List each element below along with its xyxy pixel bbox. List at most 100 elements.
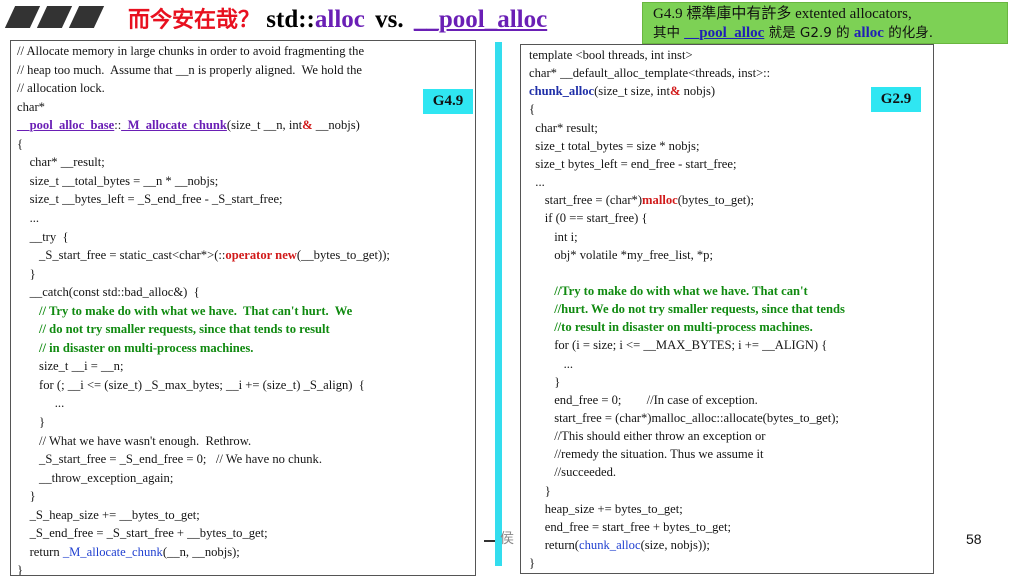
code-token: ... <box>17 396 65 411</box>
code-line: //hurt. We do not try smaller requests, … <box>529 301 845 318</box>
code-token: //hurt. We do not try smaller requests, … <box>529 302 845 317</box>
code-line: _S_start_free = _S_end_free = 0; // We h… <box>17 451 322 468</box>
code-token: _S_end_free = _S_start_free + __bytes_to… <box>17 526 268 541</box>
decor-bar <box>4 6 41 28</box>
code-line: } <box>17 414 45 431</box>
code-token: } <box>529 374 561 389</box>
code-token: _S_heap_size += __bytes_to_get; <box>17 507 200 522</box>
code-token: start_free = (char*)malloc_alloc::alloca… <box>529 411 839 425</box>
code-line: ... <box>529 174 545 191</box>
code-token: __catch(const std::bad_alloc&) { <box>17 285 200 300</box>
code-token: size_t __bytes_left = _S_end_free - _S_s… <box>17 192 283 207</box>
code-line: chunk_alloc(size_t size, int& nobjs) <box>529 83 715 100</box>
code-line: for (; __i <= (size_t) _S_max_bytes; __i… <box>17 377 365 394</box>
panel-divider <box>495 42 502 566</box>
code-token: for (i = size; i <= __MAX_BYTES; i += __… <box>529 338 828 353</box>
code-token: //remedy the situation. Thus we assume i… <box>529 447 764 462</box>
title-chinese: 而今安在哉？ <box>128 8 261 33</box>
code-line: // Allocate memory in large chunks in or… <box>17 43 364 60</box>
code-token: template <bool threads, int inst> <box>529 48 693 62</box>
code-line: __throw_exception_again; <box>17 470 173 487</box>
code-line: obj* volatile *my_free_list, *p; <box>529 247 713 264</box>
code-token: return <box>17 544 63 559</box>
code-token: & <box>669 84 681 99</box>
title-vs: vs. <box>375 6 404 33</box>
code-token: __throw_exception_again; <box>17 470 174 485</box>
code-token: start_free = (char*) <box>529 193 643 208</box>
code-line: __pool_alloc_base::_M_allocate_chunk(siz… <box>17 117 360 134</box>
note-box: G4.9 標準庫中有許多 extented allocators, 其中 __p… <box>642 2 1008 44</box>
code-token: size_t __total_bytes = __n * __nobjs; <box>17 173 219 188</box>
code-token: end_free = 0; //In case of exception. <box>529 392 758 407</box>
code-token: :: <box>114 118 122 133</box>
code-token: heap_size += bytes_to_get; <box>529 501 683 516</box>
code-line: return(chunk_alloc(size, nobjs)); <box>529 537 710 554</box>
code-token: // Allocate memory in large chunks in or… <box>17 44 365 58</box>
code-line: } <box>17 266 36 283</box>
code-line: } <box>529 374 560 391</box>
code-line: __catch(const std::bad_alloc&) { <box>17 284 200 301</box>
code-line: _S_end_free = _S_start_free + __bytes_to… <box>17 525 268 542</box>
code-line: { <box>17 136 23 153</box>
code-line: char* __default_alloc_template<threads, … <box>529 65 770 82</box>
code-line: } <box>529 483 551 500</box>
code-line: start_free = (char*)malloc_alloc::alloca… <box>529 410 839 427</box>
code-token: for (; __i <= (size_t) _S_max_bytes; __i… <box>17 377 365 392</box>
note-alloc: alloc <box>853 25 884 41</box>
code-token: { <box>17 136 24 151</box>
code-token: operator new <box>225 248 297 263</box>
code-token: __pool_alloc_base <box>17 118 115 133</box>
code-token: if (0 == start_free) { <box>529 211 648 226</box>
code-token: } <box>17 489 36 504</box>
code-line: // do not try smaller requests, since th… <box>17 321 330 338</box>
code-token: ... <box>529 175 545 190</box>
code-token: (__bytes_to_get)); <box>296 248 390 263</box>
note-line-2: 其中 __pool_alloc 就是 G2.9 的 alloc 的化身. <box>653 24 999 43</box>
code-line: //remedy the situation. Thus we assume i… <box>529 446 763 463</box>
code-line: end_free = 0; //In case of exception. <box>529 392 758 409</box>
code-line: // Try to make do with what we have. Tha… <box>17 303 352 320</box>
code-token: size_t __i = __n; <box>17 359 124 374</box>
code-token: & <box>302 118 313 133</box>
code-token: (size_t __n, int <box>226 118 303 133</box>
code-token: obj* volatile *my_free_list, *p; <box>529 247 713 262</box>
code-line: size_t __i = __n; <box>17 358 123 375</box>
code-token: chunk_alloc <box>579 538 641 553</box>
code-panel-g29: template <bool threads, int inst> char* _… <box>520 44 934 574</box>
title-alloc: alloc <box>314 6 365 33</box>
code-line: { <box>529 101 535 118</box>
code-line: //succeeded. <box>529 464 616 481</box>
note-pool-alloc: __pool_alloc <box>684 25 765 41</box>
code-token: (bytes_to_get); <box>677 193 754 208</box>
note-text: 其中 <box>653 25 680 41</box>
code-token: //This should either throw an exception … <box>529 429 766 444</box>
code-line: // in disaster on multi-process machines… <box>17 340 253 357</box>
code-token: _S_start_free = static_cast<char*>(:: <box>17 248 226 263</box>
code-line: ... <box>17 395 64 412</box>
code-line: // What we have wasn't enough. Rethrow. <box>17 433 251 450</box>
code-line: //This should either throw an exception … <box>529 428 765 445</box>
code-token: //Try to make do with what we have. That… <box>529 283 808 298</box>
code-line: _S_heap_size += __bytes_to_get; <box>17 507 200 524</box>
code-token: int i; <box>529 229 578 244</box>
code-token: __try { <box>17 229 69 244</box>
title-pool-alloc: __pool_alloc <box>413 6 548 33</box>
code-token: (size_t size, int <box>594 84 670 99</box>
code-token: // allocation lock. <box>17 81 105 96</box>
code-token: //succeeded. <box>529 465 617 480</box>
code-line: size_t total_bytes = size * nobjs; <box>529 138 699 155</box>
code-line: size_t __bytes_left = _S_end_free - _S_s… <box>17 191 283 208</box>
code-line: //to result in disaster on multi-process… <box>529 319 813 336</box>
code-line: // heap too much. Assume that __n is pro… <box>17 62 362 79</box>
version-badge-g49: G4.9 <box>423 89 473 114</box>
code-line: __try { <box>17 229 69 246</box>
code-token: } <box>529 483 551 498</box>
code-token: } <box>529 556 536 571</box>
code-line: end_free = start_free + bytes_to_get; <box>529 519 731 536</box>
code-token: } <box>17 563 24 576</box>
code-token: _M_allocate_chunk <box>121 118 227 133</box>
page-number: 58 <box>966 531 982 547</box>
code-panel-g49: // Allocate memory in large chunks in or… <box>10 40 476 576</box>
code-token: size_t bytes_left = end_free - start_fre… <box>529 156 737 171</box>
title-std: std:: <box>266 6 315 33</box>
